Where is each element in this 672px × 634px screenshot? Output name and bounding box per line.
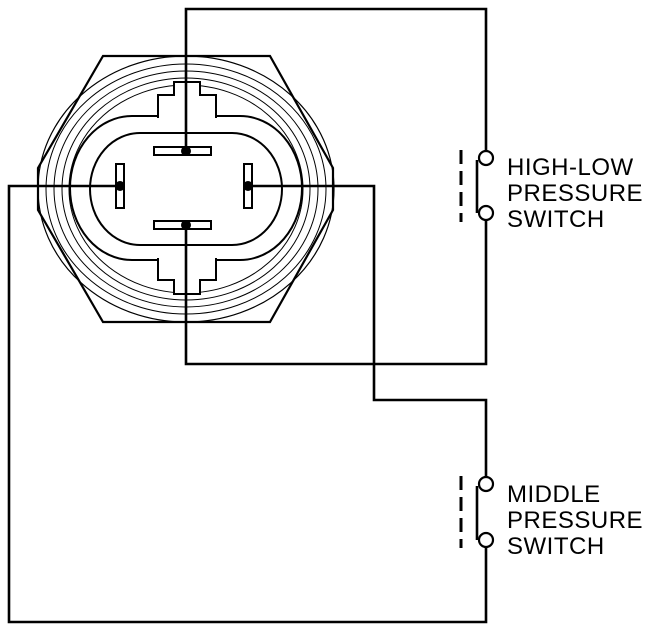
switch-contact-circle <box>477 475 495 493</box>
contact-dot <box>181 146 191 156</box>
high-low-pressure-switch-label: HIGH-LOW PRESSURE SWITCH <box>507 155 643 233</box>
switch-contact-circle <box>477 149 495 167</box>
switch-contact-circle <box>477 204 495 222</box>
wire-left-terminal <box>7 184 488 624</box>
middle-pressure-switch-label: MIDDLE PRESSURE SWITCH <box>507 482 643 560</box>
label-line: PRESSURE <box>507 507 644 534</box>
label-line: PRESSURE <box>507 180 644 207</box>
contact-dot <box>243 181 253 191</box>
label-line: SWITCH <box>507 533 605 560</box>
contact-dot <box>181 220 191 230</box>
label-line: MIDDLE <box>507 481 601 508</box>
contact-dot <box>115 181 125 191</box>
wire-top-terminal <box>184 7 488 158</box>
wiring <box>7 7 488 624</box>
terminal-dots <box>115 146 253 230</box>
label-line: SWITCH <box>507 206 605 233</box>
label-line: HIGH-LOW <box>507 154 634 181</box>
middle-pressure-switch-symbol <box>459 475 495 549</box>
plug-cavity-inner <box>89 132 283 246</box>
high-low-pressure-switch-symbol <box>459 149 495 222</box>
wire-bottom-terminal <box>184 214 488 366</box>
wire-right-terminal <box>248 184 488 484</box>
switch-contact-circle <box>477 531 495 549</box>
